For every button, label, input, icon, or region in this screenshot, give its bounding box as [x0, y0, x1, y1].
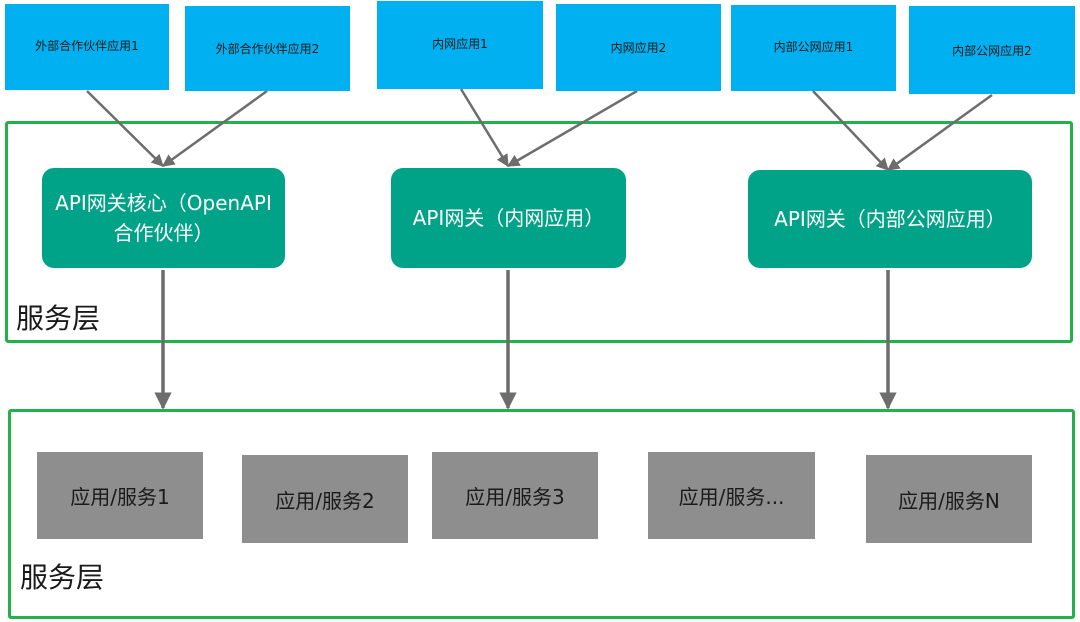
gateway-internal-public: API网关（内部公网应用）: [748, 170, 1032, 268]
arrow-intranet-app-2-to-gateway: [506, 89, 638, 168]
client-intranet-app-2: 内网应用2: [556, 4, 721, 91]
service-1: 应用/服务1: [37, 452, 203, 539]
gateway-layer-frame: [5, 121, 1073, 343]
client-partner-app-1: 外部合作伙伴应用1: [5, 4, 169, 90]
service-3: 应用/服务3: [432, 452, 598, 539]
client-partner-app-2: 外部合作伙伴应用2: [185, 6, 350, 91]
gateway-layer-label: 服务层: [16, 302, 101, 335]
service-n: 应用/服务N: [866, 455, 1032, 543]
client-internal-public-app-1: 内部公网应用1: [731, 5, 896, 91]
client-intranet-app-1: 内网应用1: [377, 1, 543, 89]
gateway-intranet: API网关（内网应用）: [391, 168, 626, 268]
arrow-internal-public-app-1-to-gateway: [812, 90, 889, 171]
service-layer-label: 服务层: [20, 561, 105, 594]
arrow-partner-app-1-to-gateway: [86, 90, 164, 167]
service-layer-frame: [8, 409, 1075, 619]
arrow-intranet-app-1-to-gateway: [459, 88, 510, 168]
arrow-internal-public-app-2-to-gateway: [886, 93, 993, 172]
arrow-partner-app-2-to-gateway: [161, 89, 268, 168]
service-etc: 应用/服务...: [648, 452, 815, 539]
service-2: 应用/服务2: [242, 455, 408, 543]
client-internal-public-app-2: 内部公网应用2: [909, 6, 1075, 94]
gateway-openapi: API网关核心（OpenAPI合作伙伴）: [42, 168, 285, 268]
